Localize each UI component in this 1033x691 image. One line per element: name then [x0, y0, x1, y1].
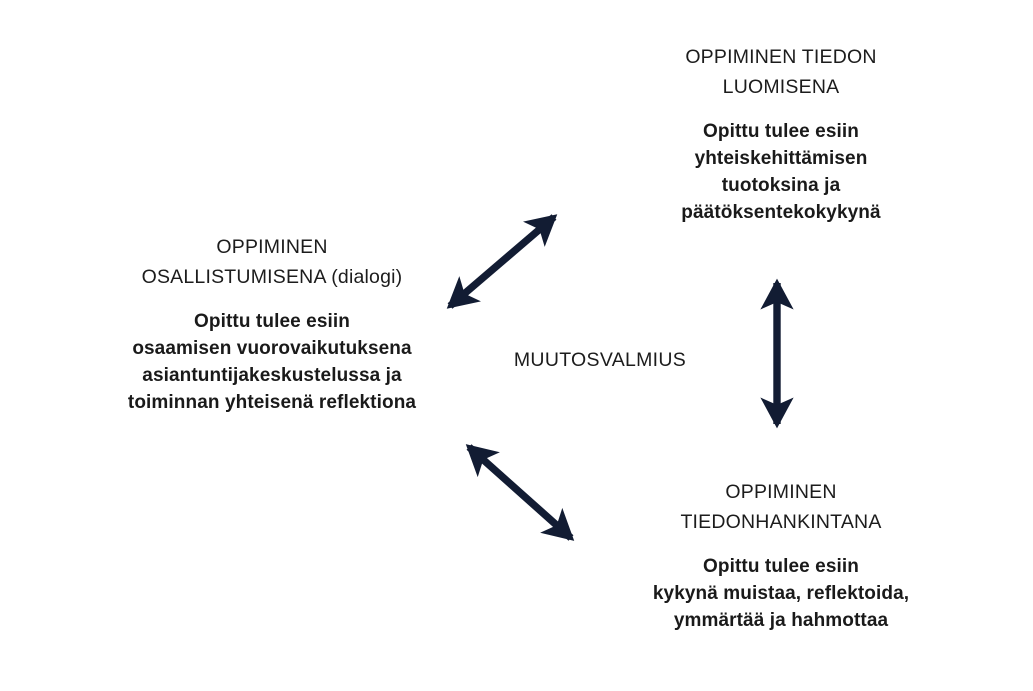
node-participation-title: OPPIMINEN OSALLISTUMISENA (dialogi) — [141, 236, 403, 288]
spacer — [96, 292, 448, 308]
connector-participation-to-knowledge-creation — [446, 214, 558, 309]
center-label: MUUTOSVALMIUS — [513, 349, 687, 371]
node-knowledge-creation-title: OPPIMINEN TIEDON LUOMISENA — [685, 46, 877, 98]
node-knowledge-creation: OPPIMINEN TIEDON LUOMISENA Opittu tulee … — [617, 42, 945, 226]
node-acquisition-title: OPPIMINEN TIEDONHANKINTANA — [680, 481, 882, 533]
spacer — [617, 102, 945, 118]
node-acquisition-body: Opittu tulee esiin kykynä muistaa, refle… — [652, 556, 910, 631]
connector-participation-to-acquisition — [465, 444, 575, 541]
node-participation-body: Opittu tulee esiin osaamisen vuorovaikut… — [127, 311, 417, 413]
node-participation: OPPIMINEN OSALLISTUMISENA (dialogi) Opit… — [96, 232, 448, 416]
node-acquisition: OPPIMINEN TIEDONHANKINTANA Opittu tulee … — [617, 477, 945, 634]
node-knowledge-creation-body: Opittu tulee esiin yhteiskehittämisen tu… — [681, 121, 881, 223]
spacer — [617, 537, 945, 553]
